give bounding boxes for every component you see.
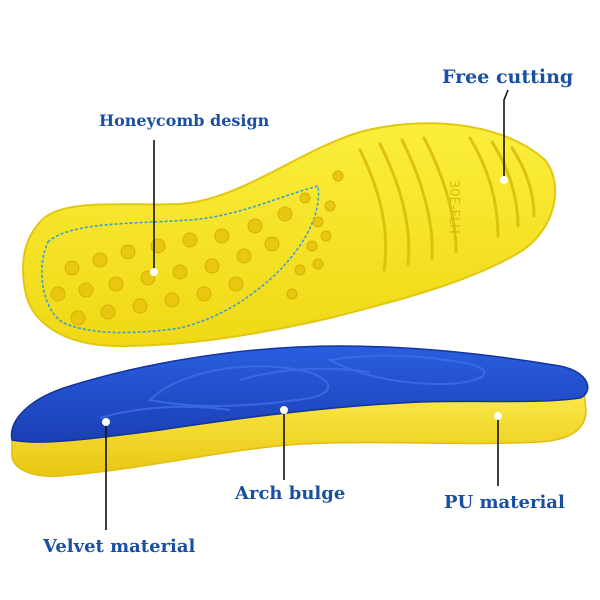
top-insole: 30E-FLH [22,122,557,348]
pu-marker [494,412,502,420]
velvet-top [10,345,589,443]
toe-ridges [358,136,536,272]
pointer-dots [102,176,508,426]
insole-brand-text: 30E-FLH [446,180,461,234]
top-insole-body [22,122,557,348]
honeycomb-marker [150,268,158,276]
bottom-insole [10,345,589,477]
arch-bulge-label: Arch bulge [235,483,346,504]
honeycomb-design-label: Honeycomb design [99,111,270,130]
arch-marker [280,406,288,414]
velvet-marker [102,418,110,426]
free-cutting-label: Free cutting [442,66,574,88]
honeycomb-holes [50,170,344,326]
stitch-line [41,184,320,334]
pu-material-label: PU material [444,492,565,513]
arch-embossing [99,354,486,419]
velvet-material-label: Velvet material [43,536,196,557]
free-cutting-marker [500,176,508,184]
pointer-lines [105,89,509,530]
